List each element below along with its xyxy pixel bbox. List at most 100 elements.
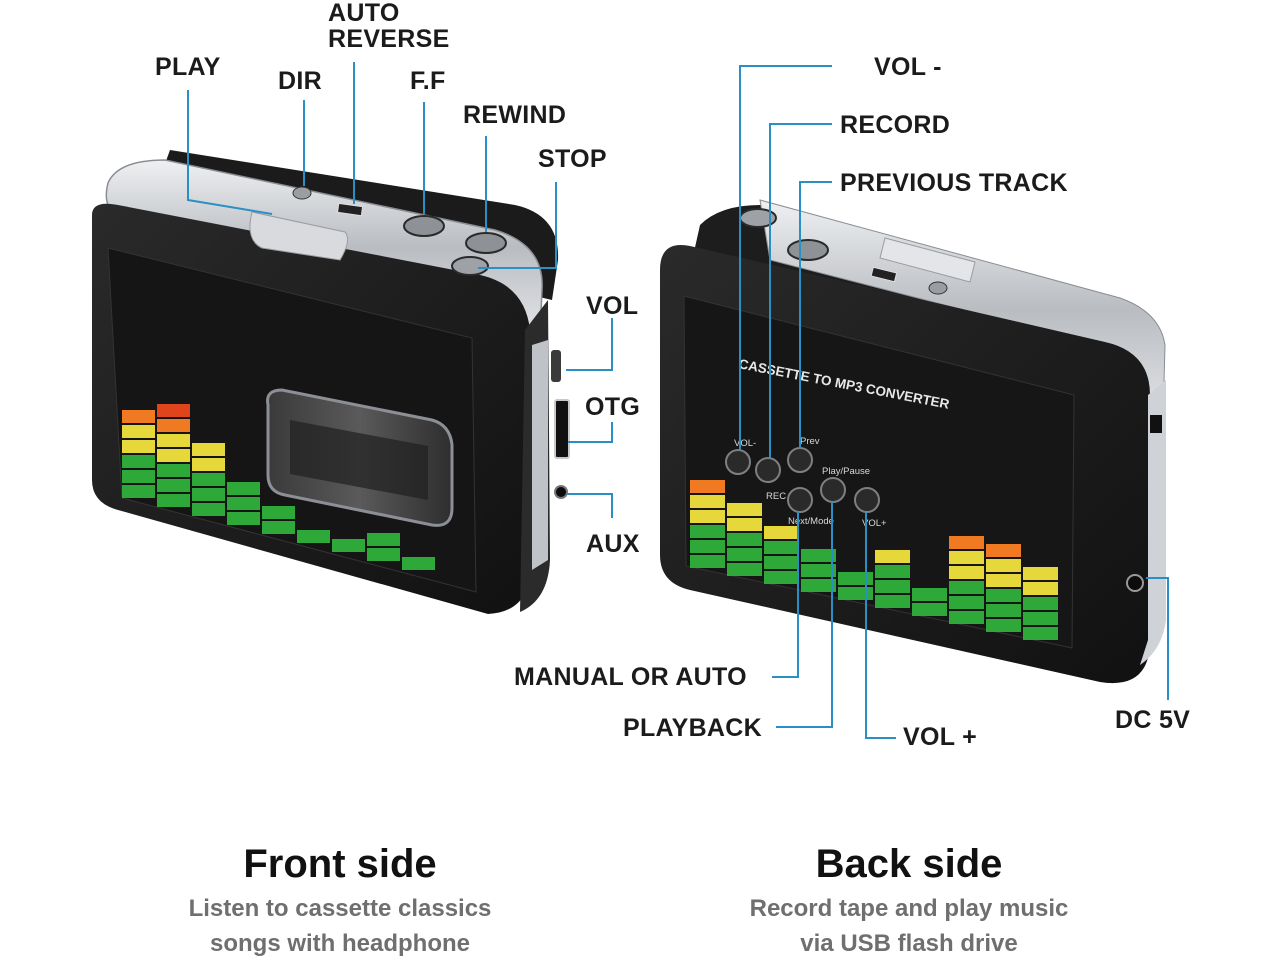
eq-cell [157,419,190,432]
eq-cell [875,595,910,608]
eq-cell [801,579,836,592]
leader-previous-track [799,181,832,448]
label-ff: F.F [410,67,446,95]
label-vol-plus: VOL + [903,723,977,751]
eq-cell [727,563,762,576]
front-caption-title: Front side [243,842,437,886]
label-manual-or-auto: MANUAL OR AUTO [514,663,747,691]
eq-cell [227,497,260,510]
eq-cell [1023,582,1058,595]
label-rewind: REWIND [463,101,567,129]
eq-cell [690,510,725,523]
stop-button-shape [451,256,489,276]
eq-cell [690,555,725,568]
back-side-slot [1150,415,1162,433]
eq-cell [764,541,799,554]
eq-cell [764,526,799,539]
eq-cell [838,587,873,600]
dir-button [292,186,312,200]
leader-record [769,123,832,458]
eq-cell [157,434,190,447]
eq-cell [122,455,155,468]
dc-jack [1126,574,1144,592]
eq-cell [367,533,400,546]
vol-minus-key [725,449,751,475]
eq-cell [875,565,910,578]
key-label-rec: REC [766,491,786,502]
leader-vol-minus [739,65,832,450]
eq-cell [192,503,225,516]
eq-cell [297,530,330,543]
eq-cell [912,588,947,601]
eq-cell [764,556,799,569]
cassette-window-inner [290,420,428,500]
eq-cell [801,564,836,577]
leader-playback [776,502,833,728]
vol-wheel [551,350,561,382]
next-mode-key [787,487,813,513]
eq-cell [764,571,799,584]
label-vol-minus: VOL - [874,53,942,81]
rewind-button [465,232,507,254]
eq-cell [949,611,984,624]
ff-button [403,215,445,237]
leader-aux [567,493,613,518]
eq-cell [122,470,155,483]
label-record: RECORD [840,111,951,139]
label-play: PLAY [155,53,221,81]
eq-cell [157,464,190,477]
leader-dc-5v [1146,577,1169,700]
eq-cell [122,410,155,423]
eq-cell [192,473,225,486]
back-caption-line-2: via USB flash drive [800,930,1018,957]
label-previous-track: PREVIOUS TRACK [840,169,1068,197]
eq-cell [949,596,984,609]
key-label-vol-minus: VOL- [734,438,756,449]
eq-cell [1023,597,1058,610]
back-caption-line-1: Record tape and play music [749,895,1069,922]
eq-cell [690,480,725,493]
usb-port [554,399,570,459]
back-top-button-3 [928,281,948,295]
back-side-silver [1140,380,1166,665]
eq-cell [227,512,260,525]
front-caption-line-1: Listen to cassette classics [188,895,492,922]
eq-cell [157,494,190,507]
eq-cell [727,548,762,561]
front-caption-line-2: songs with headphone [209,930,470,957]
eq-cell [801,549,836,562]
eq-cell [986,589,1021,602]
eq-cell [986,604,1021,617]
eq-cell [986,544,1021,557]
leader-vol-plus [865,512,896,739]
leader-vol [566,318,613,371]
back-play-lid [879,237,976,283]
eq-cell [949,566,984,579]
eq-cell [838,572,873,585]
eq-cell [262,506,295,519]
auto-reverse-switch [336,202,364,217]
eq-cell [157,479,190,492]
eq-cell [727,503,762,516]
eq-cell [332,539,365,552]
label-otg: OTG [585,393,641,421]
label-vol: VOL [586,292,639,320]
eq-cell [192,488,225,501]
aux-jack [554,485,568,499]
eq-cell [875,550,910,563]
leader-play [187,90,273,215]
eq-cell [912,603,947,616]
front-equalizer-bars [122,404,435,570]
label-dc-5v: DC 5V [1115,706,1191,734]
eq-cell [157,404,190,417]
eq-cell [986,559,1021,572]
back-caption-title: Back side [815,842,1003,886]
key-label-play-pause: Play/Pause [822,466,870,477]
back-equalizer-bars [690,480,1058,640]
back-top-button-2 [787,239,829,261]
eq-cell [949,581,984,594]
